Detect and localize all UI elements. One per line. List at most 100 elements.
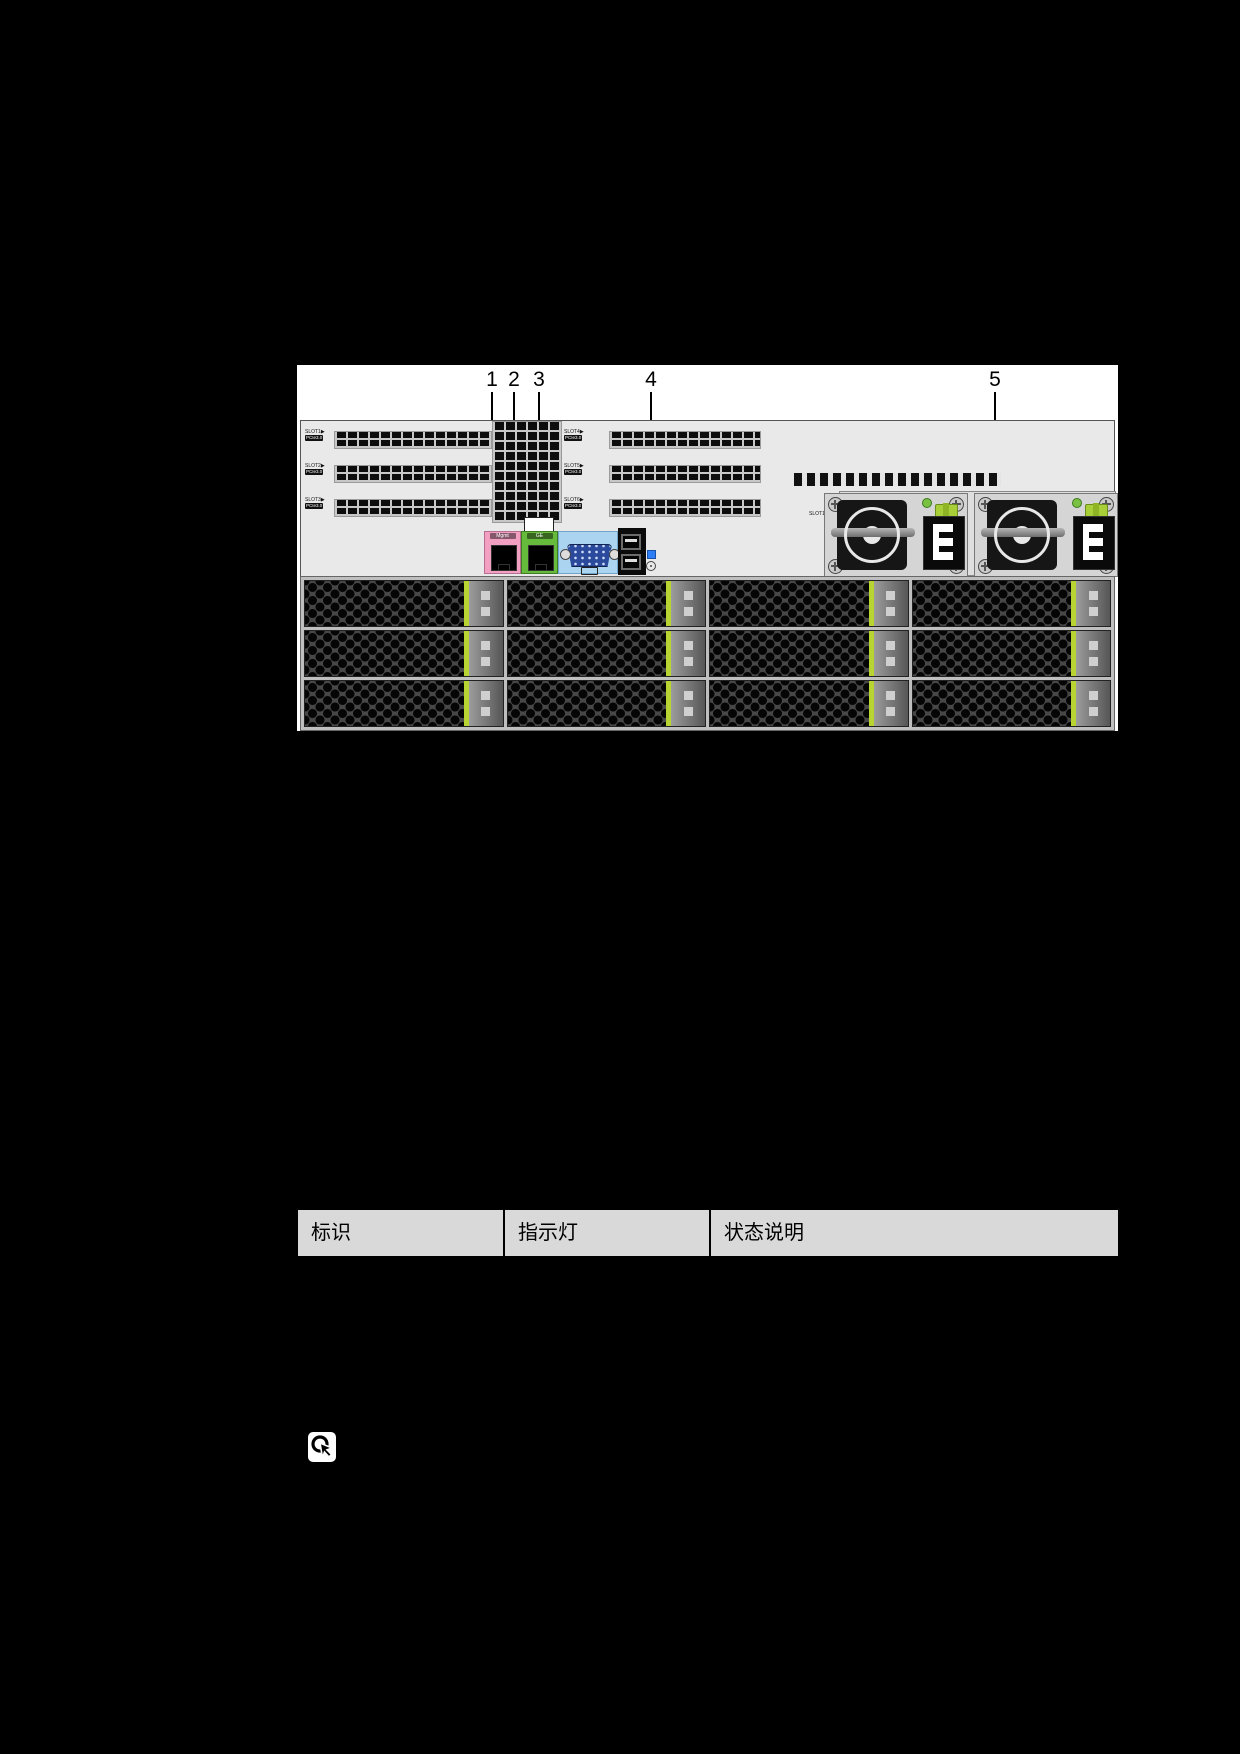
drive-vent-grille xyxy=(507,581,666,626)
drive-vent-grille xyxy=(710,681,869,726)
drive-bay xyxy=(506,630,706,677)
slot3-label: SLOT3▶ PCIe3.0 xyxy=(305,497,335,509)
drive-bay xyxy=(709,580,909,627)
callout-number-3: 3 xyxy=(533,368,545,391)
callout-number-2: 2 xyxy=(508,368,520,391)
slot4-badge: PCIe3.0 xyxy=(564,435,583,441)
ac-inlet-glyph xyxy=(1083,524,1103,560)
psu-status-led xyxy=(1072,498,1082,508)
drive-handle xyxy=(1076,631,1110,676)
drive-bay xyxy=(506,680,706,727)
vga-monitor-icon xyxy=(581,567,598,575)
drive-handle xyxy=(873,631,908,676)
pcie-vent-row-5 xyxy=(609,465,761,483)
drive-bay xyxy=(709,680,909,727)
click-cursor-icon[interactable] xyxy=(308,1432,336,1462)
drive-bay xyxy=(911,580,1111,627)
psu-fan xyxy=(981,500,1065,570)
slot6-label: SLOT6▶ PCIe3.0 xyxy=(564,497,594,509)
slot3-text: SLOT3▶ xyxy=(305,497,325,503)
psu-handle-bar xyxy=(831,528,915,537)
slot5-badge: PCIe3.0 xyxy=(564,469,583,475)
drive-vent-grille xyxy=(912,631,1071,676)
ac-inlet-glyph xyxy=(933,524,953,560)
slot1-badge: PCIe3.0 xyxy=(305,435,324,441)
drive-bay xyxy=(709,630,909,677)
callout-number-5: 5 xyxy=(989,368,1001,391)
vga-port-area xyxy=(558,531,620,575)
drive-bay xyxy=(304,680,504,727)
drive-led-strip xyxy=(463,681,469,726)
pcie-vent-row-4 xyxy=(609,431,761,449)
drive-vent-grille xyxy=(912,581,1071,626)
mgmt-network-port: Mgmt xyxy=(484,531,521,574)
slot4-label: SLOT4▶ PCIe3.0 xyxy=(564,429,594,441)
pcie-vent-row-2 xyxy=(334,465,492,483)
drive-vent-grille xyxy=(912,681,1071,726)
slot2-badge: PCIe3.0 xyxy=(305,469,324,475)
drive-led-strip xyxy=(868,681,874,726)
drive-led-strip xyxy=(868,581,874,626)
slot2-label: SLOT2▶ PCIe3.0 xyxy=(305,463,335,475)
ac-power-inlet xyxy=(1073,516,1115,570)
drive-vent-grille xyxy=(710,631,869,676)
slot6-badge: PCIe3.0 xyxy=(564,503,583,509)
click-cursor-glyph xyxy=(311,1435,334,1460)
ge-network-port: GE xyxy=(521,531,558,574)
slot2-text: SLOT2▶ xyxy=(305,463,325,469)
drive-led-strip xyxy=(868,631,874,676)
uid-indicator-led xyxy=(647,550,656,559)
table-header-identifier: 标识 xyxy=(311,1222,351,1244)
drive-led-strip xyxy=(1071,581,1076,626)
usb-port-2 xyxy=(621,554,641,570)
drive-led-strip xyxy=(1071,631,1076,676)
psu-area-vents xyxy=(794,473,1001,486)
drive-handle xyxy=(671,581,705,626)
usb-port-stack xyxy=(618,528,646,575)
callout-number-4: 4 xyxy=(645,368,657,391)
drive-bay xyxy=(911,680,1111,727)
psu-fan xyxy=(831,500,915,570)
rj45-jack xyxy=(491,545,517,571)
drive-handle xyxy=(1076,681,1110,726)
psu-slot-text: SLOT12▶ xyxy=(809,511,832,517)
psu-handle-bar xyxy=(981,528,1065,537)
drive-handle xyxy=(468,581,503,626)
callout-line-5 xyxy=(994,392,996,445)
power-supply-1 xyxy=(824,493,968,577)
rj45-jack xyxy=(528,545,554,571)
drive-led-strip xyxy=(666,581,671,626)
drive-vent-grille xyxy=(305,581,464,626)
drive-led-strip xyxy=(666,631,671,676)
drive-handle xyxy=(468,681,503,726)
ac-power-inlet xyxy=(923,516,965,570)
drive-vent-grille xyxy=(710,581,869,626)
uid-indicator-icon xyxy=(646,561,656,571)
callout-number-1: 1 xyxy=(486,368,498,391)
drive-led-strip xyxy=(463,631,469,676)
drive-bay xyxy=(304,630,504,677)
drive-led-strip xyxy=(1071,681,1076,726)
slot5-text: SLOT5▶ xyxy=(564,463,584,469)
drive-led-strip xyxy=(666,681,671,726)
drive-handle xyxy=(873,581,908,626)
slot1-label: SLOT1▶ PCIe3.0 xyxy=(305,429,335,441)
server-rear-view-figure: 1 2 3 4 5 SLOT1▶ PCIe3.0 SLOT2▶ PCIe3.0 … xyxy=(297,365,1118,731)
table-header-status-description: 状态说明 xyxy=(709,1210,1118,1256)
drive-bay xyxy=(911,630,1111,677)
power-supply-2 xyxy=(974,493,1118,577)
drive-vent-grille xyxy=(305,631,464,676)
drive-handle xyxy=(671,631,705,676)
drive-handle xyxy=(468,631,503,676)
slot5-label: SLOT5▶ PCIe3.0 xyxy=(564,463,594,475)
drive-led-strip xyxy=(463,581,469,626)
pcie-vent-row-6 xyxy=(609,499,761,517)
drive-handle xyxy=(873,681,908,726)
pcie-vent-row-3 xyxy=(334,499,492,517)
drive-handle xyxy=(1076,581,1110,626)
slot4-text: SLOT4▶ xyxy=(564,429,584,435)
indicator-table-header-row: 标识 指示灯 状态说明 xyxy=(297,1209,1119,1257)
drive-vent-grille xyxy=(507,681,666,726)
ge-port-label: GE xyxy=(526,533,553,539)
